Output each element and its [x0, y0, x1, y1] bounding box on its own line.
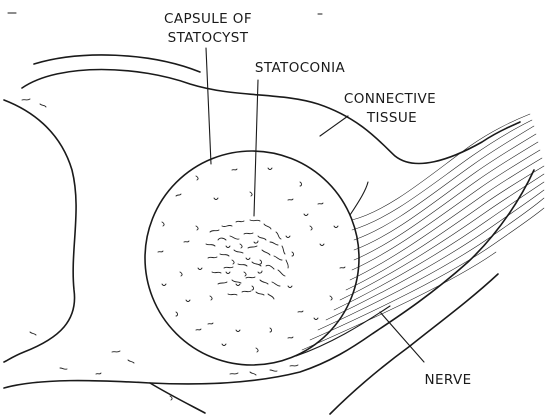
label-nerve: NERVE	[424, 372, 471, 388]
statocyst-capsule	[145, 151, 359, 365]
label-connective-line2: TISSUE	[366, 110, 417, 126]
nerve-leader-line	[380, 312, 424, 362]
connective-leader-line	[320, 116, 348, 136]
label-capsule-line2: STATOCYST	[168, 30, 249, 46]
label-connective-line1: CONNECTIVE	[344, 91, 436, 107]
label-statoconia: STATOCONIA	[255, 60, 346, 76]
nerve-fibers	[296, 114, 544, 356]
statoconia-cluster	[196, 220, 294, 300]
capsule-leader-line	[206, 48, 211, 164]
label-capsule-line1: CAPSULE OF	[164, 11, 252, 27]
connective-tissue-outline	[4, 55, 534, 414]
statoconia-leader-line	[254, 80, 258, 216]
